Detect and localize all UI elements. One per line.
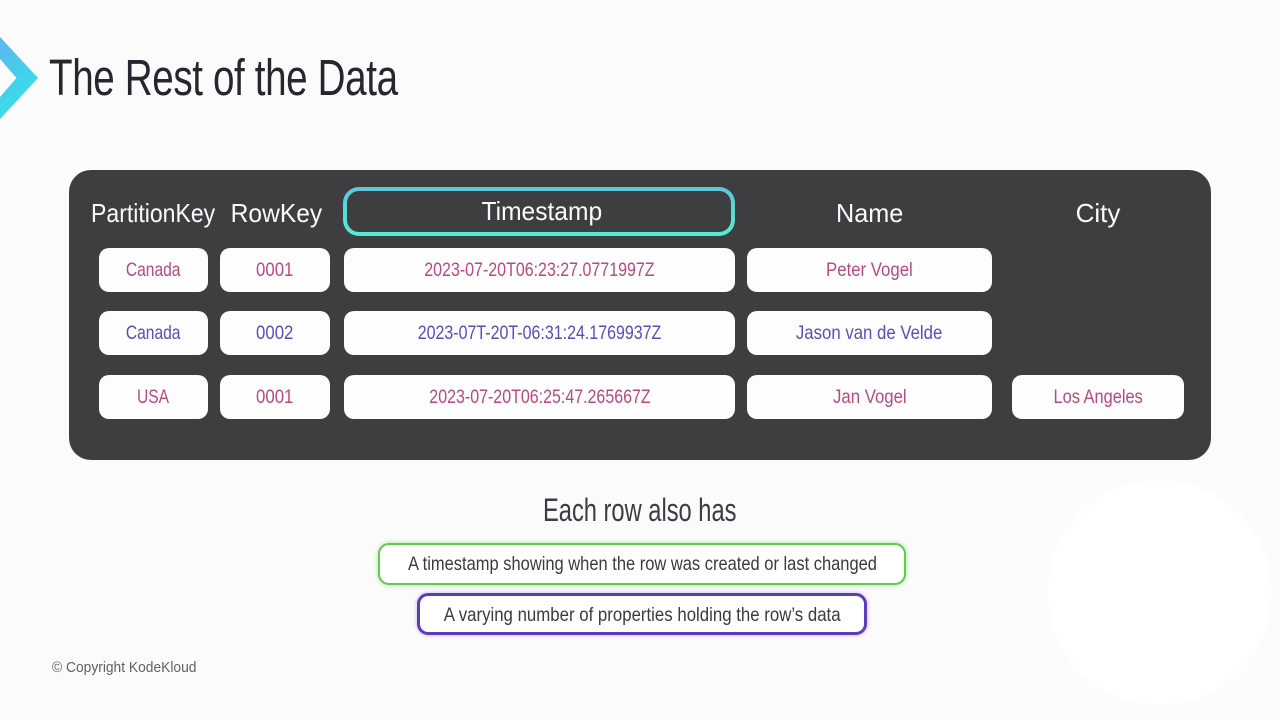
- cell-text: 2023-07T-20T-06:31:24.1769937Z: [417, 321, 662, 344]
- cell-name: Peter Vogel: [747, 248, 992, 292]
- cell-text: USA: [137, 385, 170, 408]
- column-header-partitionkey: PartitionKey: [33, 191, 273, 236]
- cell-text: 2023-07-20T06:23:27.0771997Z: [424, 258, 655, 281]
- section-heading: Each row also has: [0, 492, 1280, 529]
- cell-timestamp: 2023-07-20T06:23:27.0771997Z: [344, 248, 735, 292]
- cell-partitionkey: Canada: [99, 311, 208, 355]
- cell-text: 0001: [256, 258, 294, 281]
- column-header-name: Name: [750, 191, 990, 236]
- cell-text: 0001: [256, 385, 294, 408]
- cell-text: Jan Vogel: [832, 385, 907, 408]
- cell-rowkey: 0002: [220, 311, 330, 355]
- column-header-timestamp-text: Timestamp: [481, 196, 602, 226]
- cell-text: 0002: [256, 321, 294, 344]
- slide-title: The Rest of the Data: [49, 49, 398, 106]
- cell-partitionkey: Canada: [99, 248, 208, 292]
- cell-partitionkey: USA: [99, 375, 208, 419]
- callout-properties: A varying number of properties holding t…: [417, 593, 867, 635]
- cell-rowkey: 0001: [220, 248, 330, 292]
- cell-city: Los Angeles: [1012, 375, 1184, 419]
- cell-timestamp: 2023-07-20T06:25:47.265667Z: [344, 375, 735, 419]
- callout-timestamp-text: A timestamp showing when the row was cre…: [407, 552, 877, 575]
- copyright-text: © Copyright KodeKloud: [52, 659, 197, 676]
- section-heading-text: Each row also has: [543, 492, 737, 528]
- decorative-circle: [1049, 482, 1270, 703]
- cell-rowkey: 0001: [220, 375, 330, 419]
- timestamp-highlight-outline: Timestamp: [343, 187, 735, 236]
- cell-name: Jan Vogel: [747, 375, 992, 419]
- callout-properties-text: A varying number of properties holding t…: [443, 604, 841, 626]
- cell-text: Canada: [126, 321, 181, 344]
- cell-timestamp: 2023-07T-20T-06:31:24.1769937Z: [344, 311, 735, 355]
- cell-text: Jason van de Velde: [796, 321, 943, 344]
- kodekloud-chevron-logo: [0, 37, 38, 119]
- cell-text: Los Angeles: [1053, 385, 1143, 408]
- column-header-rowkey: RowKey: [156, 191, 396, 236]
- cell-name: Jason van de Velde: [747, 311, 992, 355]
- cell-text: Peter Vogel: [826, 258, 913, 281]
- copyright-notice: © Copyright KodeKloud: [52, 659, 209, 676]
- column-header-rowkey-text: RowKey: [230, 198, 322, 228]
- column-header-city-text: City: [1075, 198, 1121, 228]
- column-header-name-text: Name: [836, 198, 904, 228]
- cell-text: 2023-07-20T06:25:47.265667Z: [428, 385, 651, 408]
- table-panel: PartitionKey RowKey Timestamp Name City …: [69, 170, 1211, 460]
- column-header-partitionkey-text: PartitionKey: [90, 198, 216, 228]
- column-header-city: City: [978, 191, 1218, 236]
- cell-text: Canada: [126, 258, 181, 281]
- column-header-timestamp: Timestamp: [347, 191, 731, 232]
- callout-timestamp: A timestamp showing when the row was cre…: [378, 543, 906, 585]
